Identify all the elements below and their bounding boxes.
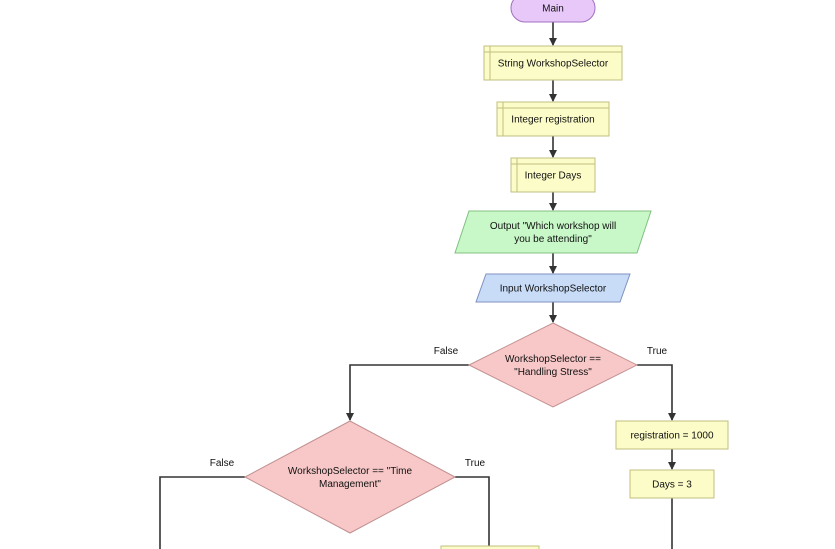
node-assign-days[interactable]: Days = 3	[629, 469, 715, 499]
node-main[interactable]: Main	[510, 0, 596, 23]
node-label: Integer registration	[511, 115, 594, 126]
node-partial-next	[440, 545, 540, 549]
node-shape	[454, 210, 652, 254]
node-shape	[475, 273, 631, 303]
node-decl-registration[interactable]: Integer registration	[496, 101, 610, 137]
node-label: WorkshopSelector ==	[505, 354, 601, 365]
node-label: you be attending"	[514, 234, 592, 245]
node-label: Integer Days	[525, 171, 582, 182]
node-input-workshop[interactable]: Input WorkshopSelector	[475, 273, 631, 303]
node-label: Main	[542, 4, 564, 15]
branch-label-stress-true: True	[647, 346, 668, 357]
edge-stress-true	[637, 364, 676, 421]
node-label: Days = 3	[652, 480, 692, 491]
node-label: "Handling Stress"	[514, 367, 592, 378]
node-shape	[615, 420, 729, 450]
node-output-question[interactable]: Output "Which workshop will you be attend…	[454, 210, 652, 254]
node-decl-workshop[interactable]: String WorkshopSelector	[483, 45, 623, 81]
edge-time-false	[159, 476, 245, 549]
node-shape	[629, 469, 715, 499]
edge-time-true	[455, 476, 490, 549]
branch-label-time-false: False	[210, 458, 235, 469]
node-label: Input WorkshopSelector	[500, 284, 607, 295]
edge-stress-false	[346, 364, 469, 421]
node-label: String WorkshopSelector	[498, 59, 609, 70]
branch-label-time-true: True	[465, 458, 486, 469]
node-assign-registration[interactable]: registration = 1000	[615, 420, 729, 450]
node-decl-days[interactable]: Integer Days	[510, 157, 596, 193]
node-decision-stress[interactable]: WorkshopSelector == "Handling Stress"	[467, 322, 639, 408]
node-shape	[467, 322, 639, 408]
node-shape	[243, 420, 457, 534]
node-label: Management"	[319, 479, 381, 490]
node-label: registration = 1000	[630, 431, 714, 442]
branch-label-stress-false: False	[434, 346, 459, 357]
node-label: WorkshopSelector == "Time	[288, 466, 413, 477]
node-label: Output "Which workshop will	[490, 221, 616, 232]
node-shape	[510, 0, 596, 23]
